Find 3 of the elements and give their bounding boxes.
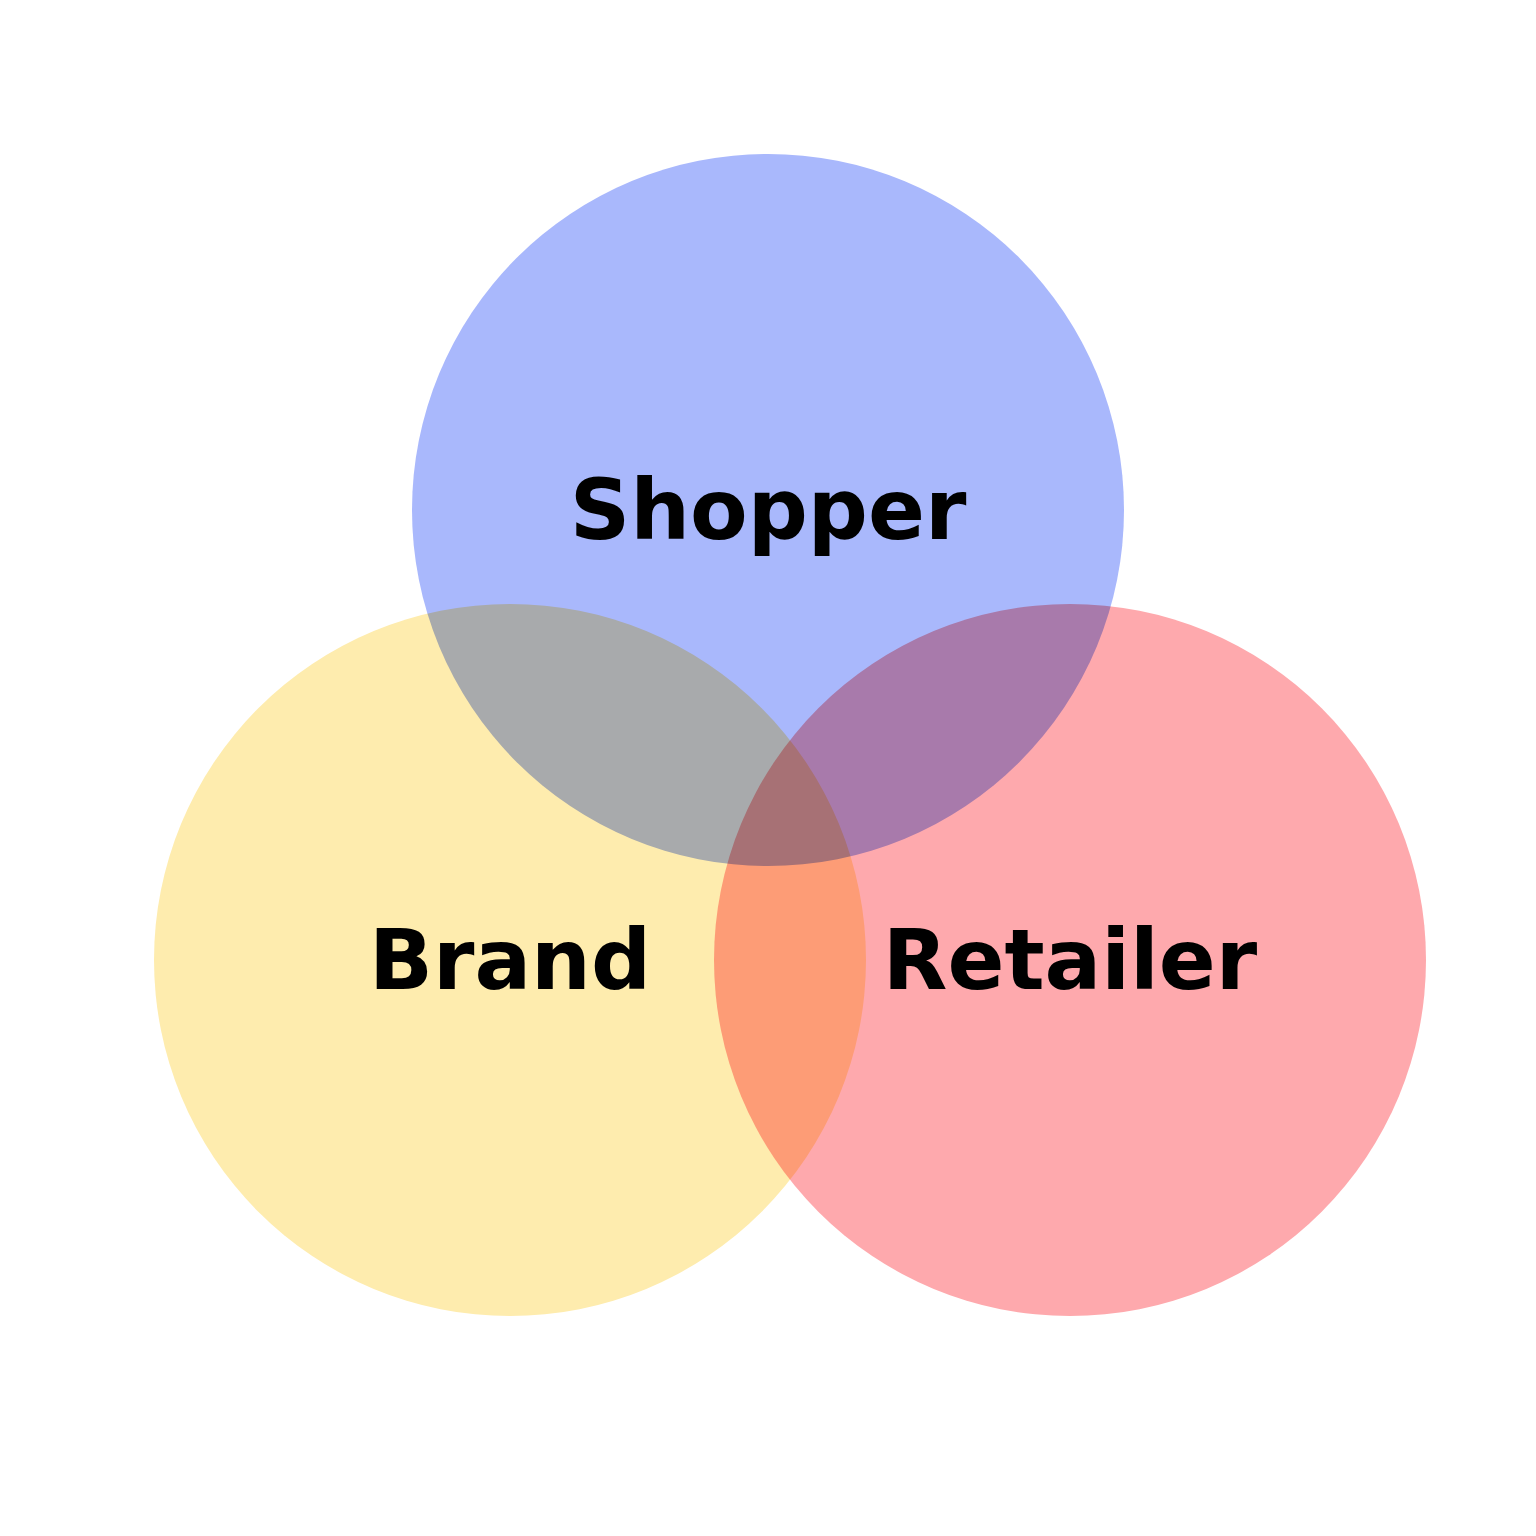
circle-label: Retailer: [882, 911, 1258, 1009]
circle-label: Brand: [368, 911, 652, 1009]
circle-label: Shopper: [569, 461, 967, 559]
